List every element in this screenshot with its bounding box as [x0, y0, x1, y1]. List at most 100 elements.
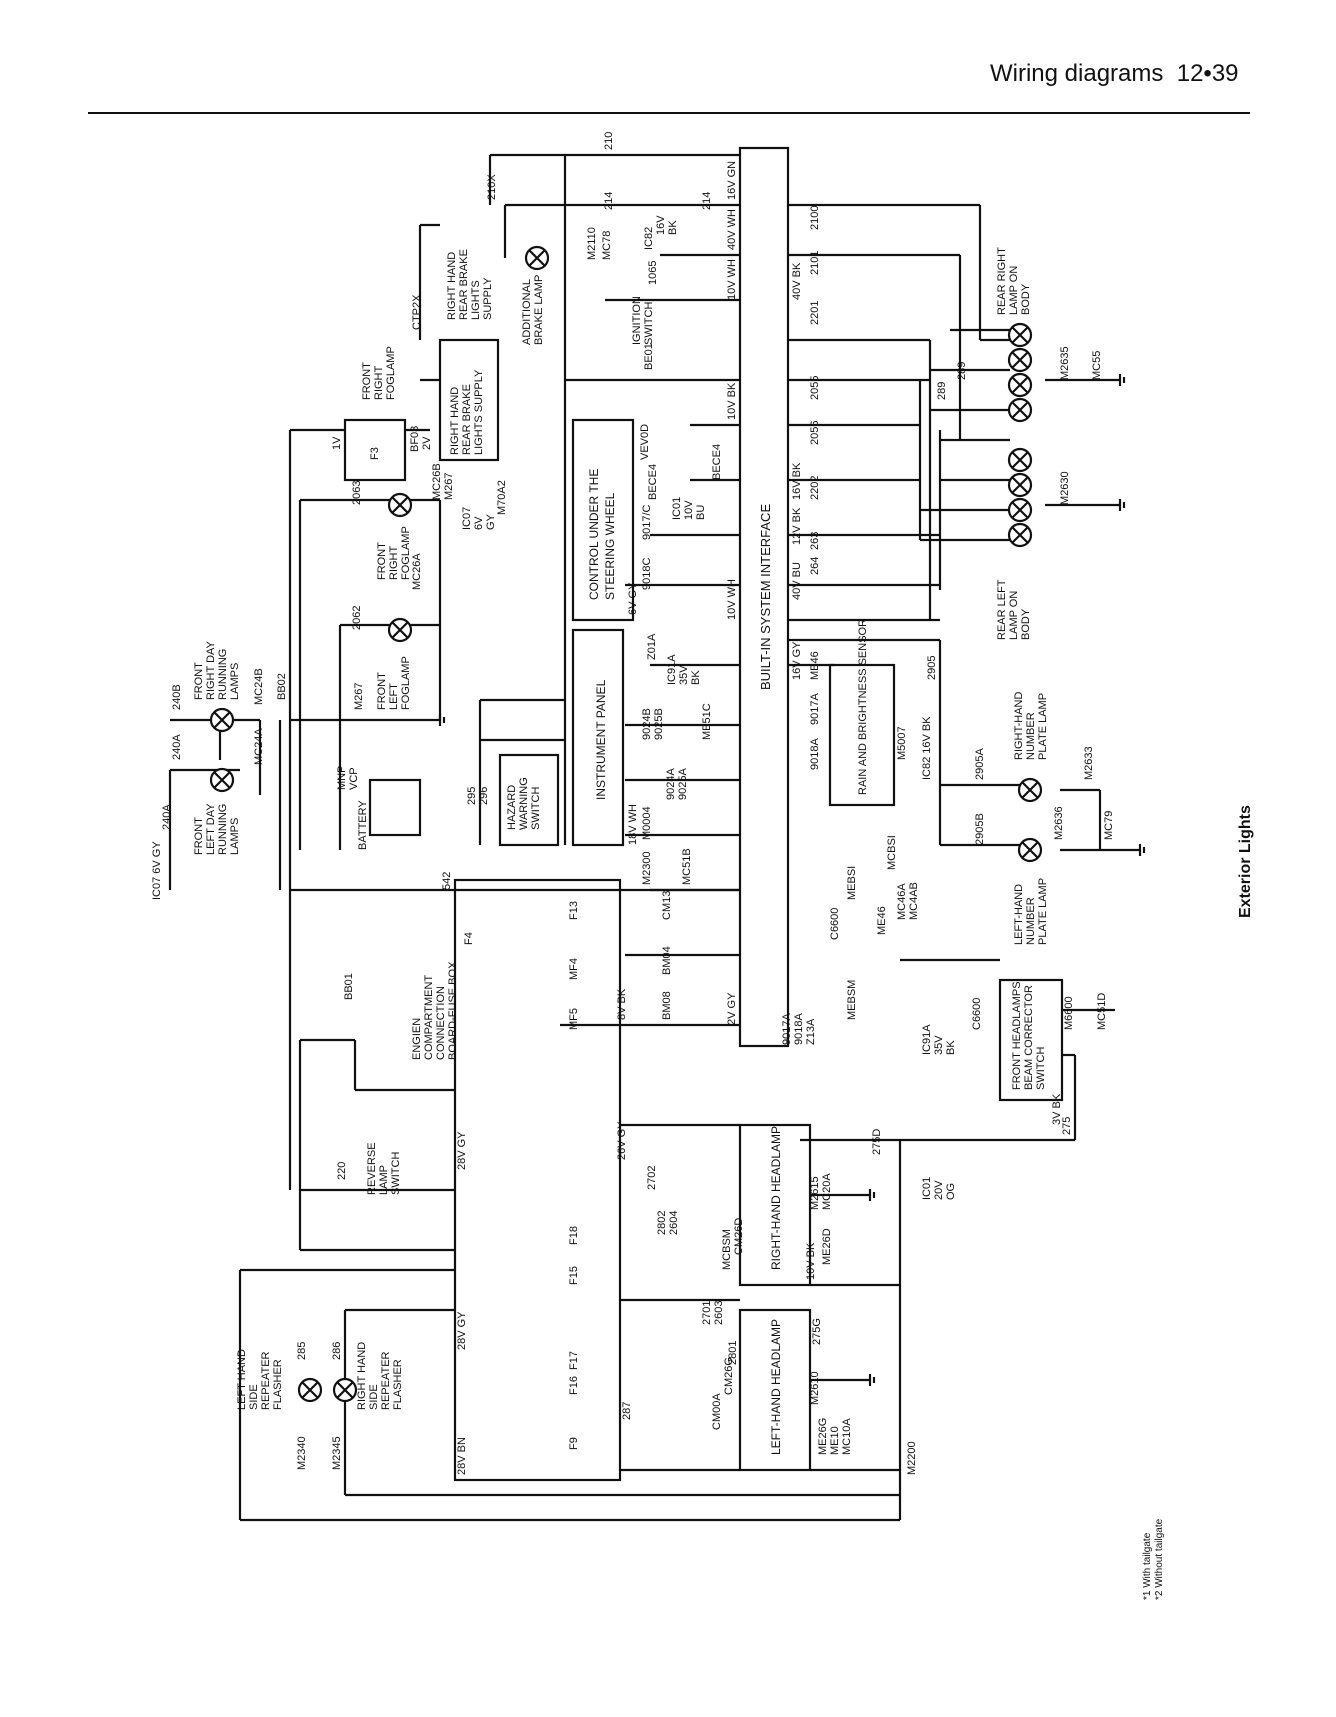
section-title: Wiring diagrams	[990, 60, 1164, 87]
wire-label: BECE4	[711, 444, 723, 480]
conn-label: 10V BK	[805, 1242, 817, 1280]
wire-label: MC51B	[681, 848, 693, 885]
wire-label: 240B	[171, 684, 183, 710]
wire-label: CM26D	[733, 1218, 745, 1255]
wire-label: 264	[809, 557, 821, 575]
fusebox-label-3: CONNECTION	[435, 986, 447, 1060]
wire-label: ME10	[829, 1426, 841, 1455]
rh-number-plate-3: PLATE LAMP	[1037, 693, 1049, 760]
wires	[168, 146, 1140, 1522]
lh-repeater-3: REPEATER	[260, 1351, 272, 1410]
lh-number-plate-1: LEFT-HAND	[1013, 884, 1025, 945]
wire-label: 287	[621, 1402, 633, 1420]
rear-right-lamp-2-icon	[1007, 347, 1033, 373]
wire-label: MC51D	[1096, 993, 1108, 1030]
bsi-box	[738, 146, 790, 1048]
wire-label: BU	[695, 505, 707, 520]
wire-label: BK	[667, 220, 679, 235]
rh-brake-supply-top-2: REAR BRAKE	[458, 249, 470, 320]
wire-label: C6600	[829, 908, 841, 940]
figure-caption: Exterior Lights	[1237, 805, 1254, 918]
wire-label: 20V	[933, 1180, 945, 1200]
wire-label: BE01	[643, 343, 655, 370]
fuse-label: F18	[568, 1226, 580, 1245]
wire-label: 6V	[473, 516, 485, 530]
conn-label: 12V BK	[791, 507, 803, 545]
conn-label: 6V GY	[627, 582, 639, 615]
hazard-switch-box	[498, 753, 560, 847]
rh-brake-supply-top-1: RIGHT HAND	[446, 252, 458, 320]
conn-label: 40V WH	[726, 209, 738, 250]
wire-label: IC82	[643, 227, 655, 250]
wire-label: 263	[809, 532, 821, 550]
reverse-switch-1: REVERSE	[366, 1142, 378, 1195]
front-right-foglamp-3: FOGLAMP	[400, 526, 412, 580]
wire-label: 2905B	[974, 813, 986, 845]
fuse-f3-box	[343, 418, 407, 482]
wire-label: M6600	[1063, 996, 1075, 1030]
lh-number-plate-lamp-icon	[1017, 837, 1043, 863]
front-left-foglamp-3: FOGLAMP	[400, 656, 412, 710]
wire-label: 9025B	[653, 708, 665, 740]
lh-repeater-lamp-icon	[297, 1377, 323, 1403]
wire-label: MEBSM	[846, 980, 858, 1020]
rear-left-lamp-2-icon	[1007, 472, 1033, 498]
wire-label: 9018A	[793, 1013, 805, 1045]
wire-label: ME26D	[821, 1228, 833, 1265]
wire-label: C6600	[971, 998, 983, 1030]
wire-label: 16V	[655, 215, 667, 235]
beam-corrector-1: FRONT HEADLAMPS	[1011, 981, 1023, 1090]
wire-label: GY	[485, 513, 497, 530]
wire-label: M2200	[906, 1441, 918, 1475]
wire-label: M2300	[641, 851, 653, 885]
fuse-label: F16	[568, 1376, 580, 1395]
page-header: Wiring diagrams 12•39	[990, 60, 1239, 88]
wire-label: IC07	[461, 507, 473, 530]
hazard-switch-1: HAZARD	[506, 785, 518, 830]
rear-left-lamp-3-icon	[1007, 497, 1033, 523]
wire-label: 275D	[871, 1129, 883, 1155]
diagram-labels: BUILT-IN SYSTEM INTERFACE INSTRUMENT PAN…	[151, 132, 1254, 1600]
wire-label: 9017/C	[641, 504, 653, 540]
rear-left-lamp-1-icon	[1007, 447, 1033, 473]
wire-label: IC01	[921, 1177, 933, 1200]
conn-label: 16V GY	[791, 641, 803, 680]
wire-label: BB02	[276, 673, 288, 700]
lh-headlamp-box	[738, 1308, 812, 1472]
wire-label: M0004	[641, 806, 653, 840]
front-left-foglamp-1: FRONT	[376, 672, 388, 710]
rear-right-lamp-4-icon	[1007, 397, 1033, 423]
ground-icon	[1118, 499, 1126, 511]
front-right-foglamp-1: FRONT	[376, 542, 388, 580]
wire-label: 240A	[161, 804, 173, 830]
ignition-switch-1: IGNITION	[631, 296, 643, 345]
wire-label: 2603	[713, 1301, 725, 1325]
wire-label: 9017A	[809, 693, 821, 725]
fuse-label: MF5	[568, 1008, 580, 1030]
front-right-drl-4: LAMPS	[229, 663, 241, 700]
wire-label: M267	[353, 682, 365, 710]
front-right-drl-2: RIGHT DAY	[205, 640, 217, 700]
battery-box	[368, 778, 422, 837]
steering-control-label-1: CONTROL UNDER THE	[587, 469, 601, 600]
wire-label: M2635	[1059, 346, 1071, 380]
conn-label: 28V BN	[456, 1437, 468, 1475]
fusebox-label-2: COMPARTMENT	[423, 975, 435, 1060]
rear-right-lamp-1: REAR RIGHT	[996, 247, 1008, 315]
rh-repeater-lamp-icon	[332, 1377, 358, 1403]
rear-left-lamp-2: LAMP ON	[1008, 591, 1020, 640]
hazard-switch-2: WARNING	[518, 777, 530, 830]
fusebox-label-1: ENGIEN	[411, 1018, 423, 1060]
conn-label: 8V BK	[616, 988, 628, 1020]
rear-right-lamp-3: BODY	[1020, 283, 1032, 315]
footnote-1: *1 With tailgate	[1142, 1532, 1153, 1600]
rh-brake-supply-box-2: REAR BRAKE	[461, 384, 473, 455]
fuse-label: F15	[568, 1266, 580, 1285]
lh-number-plate-2: NUMBER	[1025, 897, 1037, 945]
wire-label: Z13A	[805, 1018, 817, 1045]
rear-left-lamp-4-icon	[1007, 522, 1033, 548]
wire-label: BM08	[661, 991, 673, 1020]
conn-label: 3V BK	[1051, 1093, 1063, 1125]
wire-label: MC55	[1091, 351, 1103, 380]
add-brake-lamp-1: ADDITIONAL	[521, 279, 533, 345]
